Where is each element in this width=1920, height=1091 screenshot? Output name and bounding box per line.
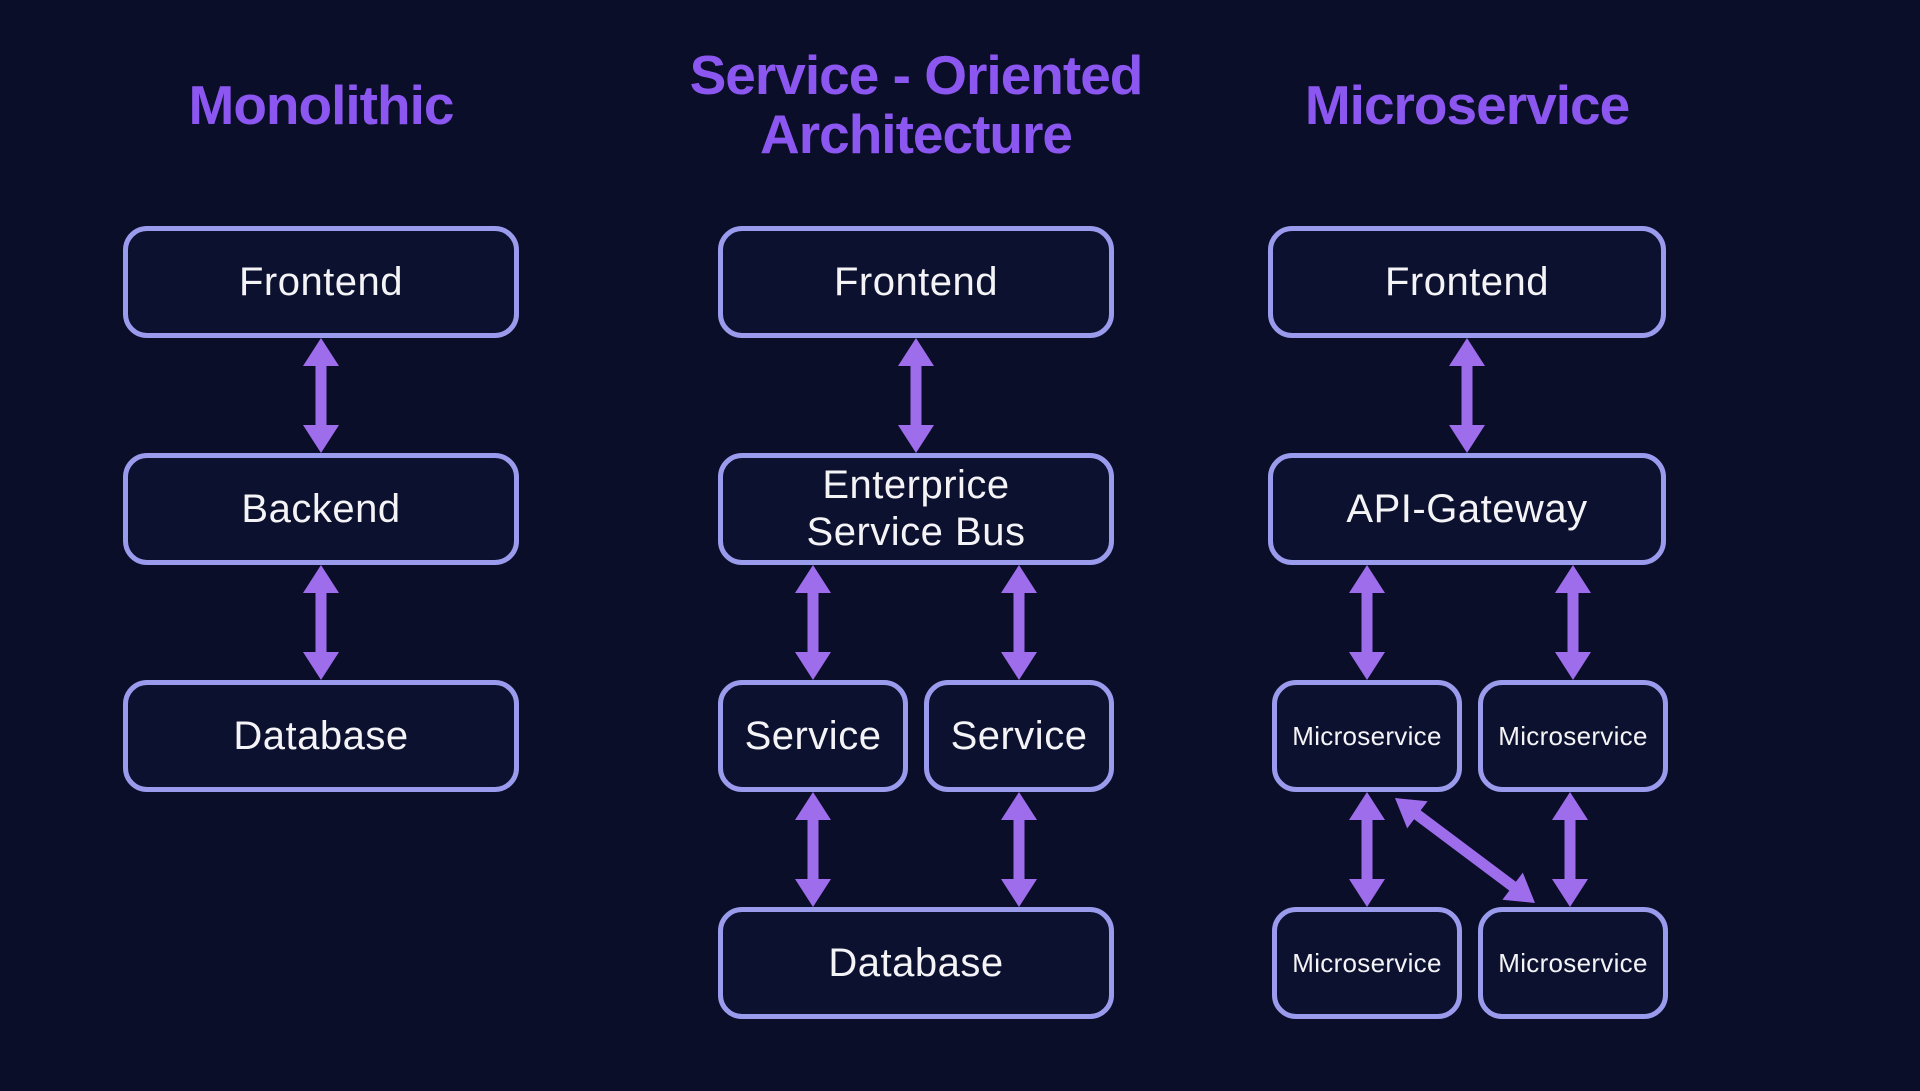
box-label: Frontend <box>1384 259 1550 304</box>
column-title-service-oriented-architecture: Service - Oriented Architecture <box>566 46 1266 164</box>
double-arrow-esb-service-right <box>1001 565 1037 680</box>
double-arrow-backend-database <box>303 565 339 680</box>
box-label: API-Gateway <box>1346 486 1588 531</box>
box-soa-service-right: Service <box>924 680 1114 792</box>
box-label: Enterprice Service Bus <box>806 463 1026 554</box>
box-soa-enterprise-service-bus: Enterprice Service Bus <box>718 453 1114 565</box>
box-label: Backend <box>241 486 401 531</box>
double-arrow-service-right-database <box>1001 792 1037 907</box>
title-line: Microservice <box>1304 74 1630 136</box>
title-line: Architecture <box>760 103 1073 165</box>
box-label: Database <box>828 940 1004 985</box>
box-label: Frontend <box>833 259 999 304</box>
double-arrow-gateway-microservice-right <box>1555 565 1591 680</box>
double-arrow-frontend-esb <box>898 338 934 453</box>
box-monolithic-database: Database <box>123 680 519 792</box>
double-arrow-microservices-left-column <box>1349 792 1385 907</box>
box-soa-frontend: Frontend <box>718 226 1114 338</box>
double-arrow-service-left-database <box>795 792 831 907</box>
box-label: Microservice <box>1498 947 1648 978</box>
box-microservice-bottom-left: Microservice <box>1272 907 1462 1019</box>
box-microservice-frontend: Frontend <box>1268 226 1666 338</box>
box-label: Microservice <box>1292 720 1442 751</box>
box-label: Microservice <box>1498 720 1648 751</box>
box-monolithic-frontend: Frontend <box>123 226 519 338</box>
box-label: Database <box>233 713 409 758</box>
title-line: Service - Oriented <box>689 44 1144 106</box>
box-label: Microservice <box>1292 947 1442 978</box>
double-arrow-microservices-diagonal <box>1395 798 1535 903</box>
column-title-microservice: Microservice <box>1117 76 1817 135</box>
box-microservice-top-left: Microservice <box>1272 680 1462 792</box>
box-label: Service <box>744 713 882 758</box>
title-line: Monolithic <box>188 74 455 136</box>
box-soa-service-left: Service <box>718 680 908 792</box>
box-label: Service <box>950 713 1088 758</box>
double-arrow-esb-service-left <box>795 565 831 680</box>
double-arrow-microservices-right-column <box>1552 792 1588 907</box>
box-soa-database: Database <box>718 907 1114 1019</box>
box-label: Frontend <box>238 259 404 304</box>
double-arrow-frontend-api-gateway <box>1449 338 1485 453</box>
double-arrow-gateway-microservice-left <box>1349 565 1385 680</box>
box-microservice-api-gateway: API-Gateway <box>1268 453 1666 565</box>
box-microservice-top-right: Microservice <box>1478 680 1668 792</box>
box-monolithic-backend: Backend <box>123 453 519 565</box>
box-microservice-bottom-right: Microservice <box>1478 907 1668 1019</box>
column-title-monolithic: Monolithic <box>0 76 671 135</box>
double-arrow-frontend-backend <box>303 338 339 453</box>
